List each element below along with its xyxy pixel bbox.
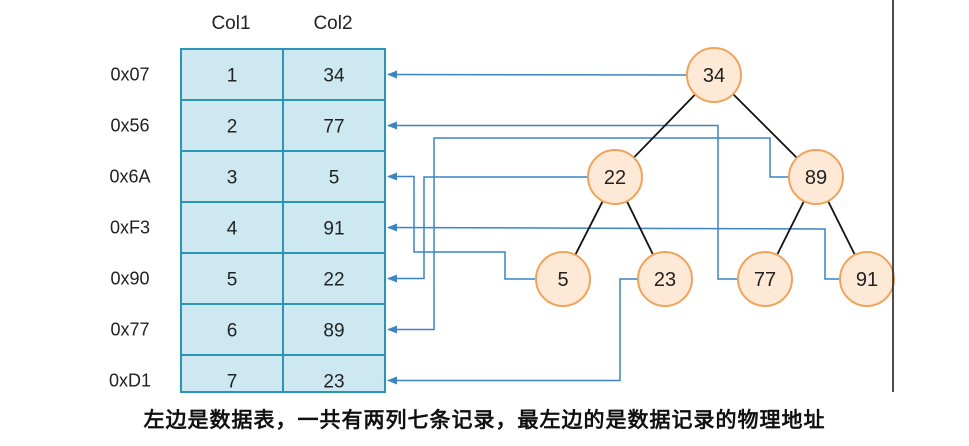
physical-address-label: 0x90	[110, 269, 149, 289]
cell-col1-value: 2	[227, 117, 238, 138]
cell-col1	[180, 48, 284, 101]
cell-col1	[180, 354, 284, 393]
cell-col1-value: 6	[227, 321, 238, 342]
column-header-col2: Col2	[313, 13, 352, 34]
pointer-line-23	[387, 278, 638, 385]
cell-col2	[282, 354, 386, 393]
cell-col2-value: 89	[323, 321, 344, 342]
cell-col1-value: 1	[227, 66, 238, 87]
tree-node-label: 91	[856, 269, 878, 291]
physical-address-label: 0x07	[110, 65, 149, 85]
tree-node-34: 34	[686, 47, 742, 103]
tree-node-91: 91	[839, 251, 895, 307]
cell-col2-value: 23	[323, 372, 344, 393]
tree-node-label: 77	[754, 269, 776, 291]
physical-address-label: 0x77	[110, 320, 149, 340]
cell-col2	[282, 252, 386, 305]
tree-node-label: 5	[557, 269, 568, 291]
tree-node-label: 23	[654, 269, 676, 291]
cell-col2-value: 77	[323, 117, 344, 138]
tree-node-89: 89	[788, 149, 844, 205]
pointer-line-34	[387, 70, 688, 79]
tree-edge	[574, 200, 604, 256]
table-row: 0x56 2 77	[110, 99, 386, 152]
cell-col2-value: 5	[329, 168, 340, 189]
pointer-line-77	[387, 121, 738, 280]
cell-col2-value: 22	[323, 270, 344, 291]
tree-node-22: 22	[587, 149, 643, 205]
tree-node-circle	[587, 149, 643, 205]
data-table: 0x07 1 34 0x56 2 77 0x6A 3 5 0xF3 4 91 0x90 5 22 0x77 6 8…	[109, 48, 386, 393]
btree: 34 22 89 5 23 77 91	[535, 47, 895, 307]
pointer-line-89	[387, 137, 789, 334]
tree-edges	[574, 93, 856, 256]
column-header-col1: Col1	[211, 13, 250, 34]
tree-node-circle	[788, 149, 844, 205]
cell-col1-value: 3	[227, 168, 238, 189]
cell-col2	[282, 99, 386, 152]
caption-text: 左边是数据表，一共有两列七条记录，最左边的是数据记录的物理地址	[143, 408, 826, 432]
physical-address-label: 0xD1	[109, 371, 151, 391]
tree-node-5: 5	[535, 251, 591, 307]
physical-address-label: 0xF3	[110, 218, 150, 238]
cell-col1-value: 5	[227, 270, 238, 291]
cell-col2	[282, 48, 386, 101]
tree-edge	[626, 200, 654, 256]
tree-node-circle	[535, 251, 591, 307]
cell-col1-value: 4	[227, 219, 238, 240]
cell-col2	[282, 150, 386, 203]
tree-node-label: 22	[604, 167, 626, 189]
cell-col2-value: 91	[323, 219, 344, 240]
table-row: 0x6A 3 5	[109, 150, 386, 203]
pointer-line-91	[387, 223, 840, 280]
tree-node-circle	[686, 47, 742, 103]
table-row: 0xD1 7 23	[109, 354, 386, 393]
cell-col1-value: 7	[227, 372, 238, 393]
physical-address-label: 0x56	[110, 116, 149, 136]
table-row: 0xF3 4 91	[110, 201, 386, 254]
tree-node-label: 89	[805, 167, 827, 189]
tree-node-circle	[839, 251, 895, 307]
cell-col2	[282, 303, 386, 356]
physical-address-label: 0x6A	[109, 167, 150, 187]
tree-edge	[633, 93, 696, 159]
tree-node-label: 34	[703, 65, 725, 87]
cell-col2	[282, 201, 386, 254]
table-row: 0x77 6 89	[110, 303, 386, 356]
table-row: 0x90 5 22	[110, 252, 386, 305]
table-row: 0x07 1 34	[110, 48, 386, 101]
tree-edge	[827, 200, 856, 256]
tree-node-77: 77	[737, 251, 793, 307]
pointer-lines	[387, 70, 840, 385]
cell-col2-value: 34	[323, 66, 345, 87]
tree-edge	[776, 200, 805, 256]
tree-node-23: 23	[637, 251, 693, 307]
tree-node-circle	[637, 251, 693, 307]
tree-edge	[732, 93, 798, 159]
tree-node-circle	[737, 251, 793, 307]
pointer-line-5	[387, 172, 536, 280]
